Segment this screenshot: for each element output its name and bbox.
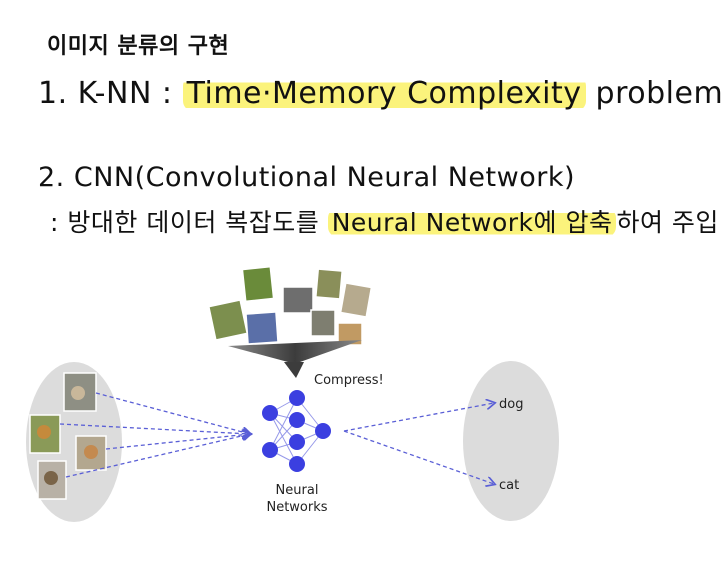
nn-label-line2: Networks — [266, 500, 327, 515]
collage-photo — [339, 282, 373, 318]
input-cat-photo-1 — [75, 435, 107, 471]
photo-collage — [207, 265, 373, 346]
funnel-spout — [284, 362, 304, 378]
page-title: 이미지 분류의 구현 — [47, 34, 230, 59]
nn-node — [289, 456, 305, 472]
nn-label-line1: Neural — [276, 483, 319, 498]
cnn-desc-prefix: : 방대한 데이터 복잡도를 — [50, 208, 328, 237]
cnn-desc-suffix: 하여 주입 — [616, 208, 719, 237]
nn-node — [315, 423, 331, 439]
collage-photo — [241, 265, 275, 303]
input-arrow — [65, 434, 250, 478]
output-label-cat: cat — [499, 478, 519, 493]
collage-photo — [310, 309, 336, 337]
nn-node — [289, 390, 305, 406]
collage-photo — [207, 299, 249, 341]
funnel-body — [228, 340, 362, 362]
input-cat-photo-2 — [37, 460, 67, 500]
item-knn: 1. K-NN : Time·Memory Complexity problem… — [38, 76, 725, 111]
knn-suffix: problem !! — [595, 76, 725, 111]
knn-highlight: Time·Memory Complexity — [182, 76, 586, 111]
compress-funnel — [228, 340, 362, 378]
collage-photo — [315, 268, 343, 300]
nn-node — [262, 405, 278, 421]
output-arrow-dog — [343, 403, 494, 432]
input-arrows — [59, 392, 250, 478]
collage-photo — [282, 286, 314, 314]
output-label-dog: dog — [499, 397, 523, 412]
collage-photo — [337, 322, 363, 346]
output-arrow-cat — [343, 430, 494, 484]
item-cnn-heading: 2. CNN(Convolutional Neural Network) — [38, 162, 575, 193]
cnn-desc-highlight: Neural Network에 압축 — [327, 208, 617, 237]
neural-network-icon — [262, 390, 331, 472]
input-arrow — [105, 434, 250, 450]
input-arrow — [95, 392, 250, 434]
collage-photo — [245, 311, 279, 345]
nn-node — [262, 442, 278, 458]
knn-prefix: 1. K-NN : — [38, 76, 183, 111]
nn-node — [289, 434, 305, 450]
input-dog-photo-1 — [63, 372, 97, 412]
compress-label: Compress! — [314, 373, 384, 388]
input-dog-photo-2 — [29, 414, 61, 454]
output-ellipse — [463, 361, 559, 521]
nn-node — [289, 412, 305, 428]
input-arrow — [59, 423, 250, 434]
